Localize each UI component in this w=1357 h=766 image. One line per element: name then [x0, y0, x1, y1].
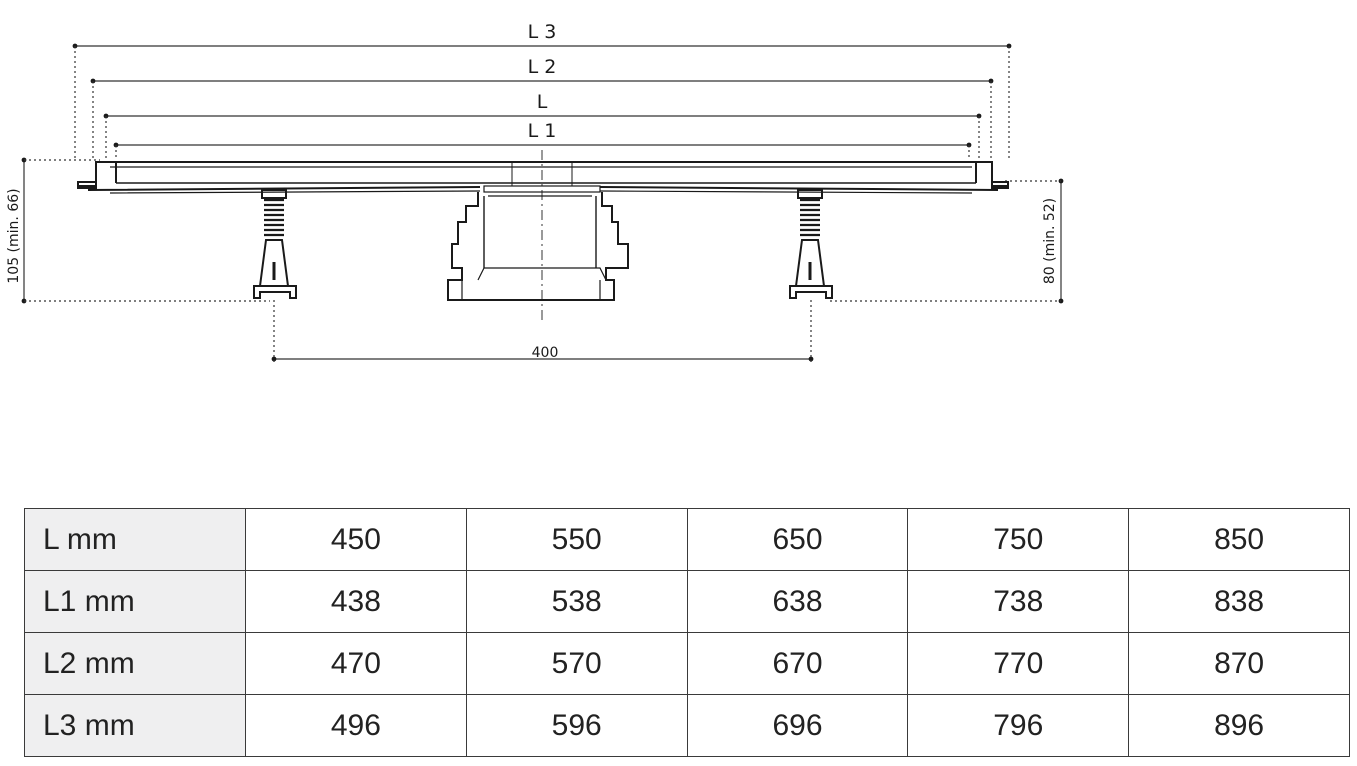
table-cell: 438 [245, 570, 467, 633]
table-cell: 770 [907, 632, 1130, 695]
dimension-line-right-height [830, 178, 1064, 304]
table-cell: 850 [1128, 508, 1350, 571]
dimension-line-left-height [21, 157, 270, 304]
dimension-line-foot-spacing [271, 300, 814, 362]
label-l1: L 1 [528, 120, 557, 142]
dimension-line-l2 [90, 78, 994, 160]
row-label: L mm [24, 508, 246, 571]
technical-drawing: L 3 L 2 L L 1 105 (min. 66) 80 (min. 52)… [6, 21, 1064, 362]
label-right-height: 80 (min. 52) [1042, 198, 1058, 284]
table-cell: 596 [465, 694, 688, 757]
table-row: L3 mm 496 596 696 796 896 [24, 694, 1350, 757]
left-adjustable-foot [253, 189, 297, 299]
dimension-line-l [103, 113, 982, 160]
table-cell: 670 [686, 632, 909, 695]
table-cell: 538 [465, 570, 688, 633]
table-cell: 750 [907, 508, 1130, 571]
table-cell: 796 [907, 694, 1130, 757]
drain-body [77, 161, 1009, 301]
table-cell: 650 [686, 508, 909, 571]
dimension-line-l3 [72, 43, 1012, 160]
table-row: L2 mm 470 570 670 770 870 [24, 632, 1350, 695]
table-cell: 696 [686, 694, 909, 757]
table-cell: 738 [907, 570, 1130, 633]
dimension-table: L mm 450 550 650 750 850 L1 mm 438 538 6… [24, 508, 1350, 757]
label-foot-spacing: 400 [532, 345, 559, 361]
table-cell: 896 [1128, 694, 1350, 757]
right-adjustable-foot [789, 189, 833, 299]
label-l: L [537, 91, 548, 113]
table-cell: 570 [465, 632, 688, 695]
table-cell: 838 [1128, 570, 1350, 633]
table-cell: 870 [1128, 632, 1350, 695]
table-cell: 496 [245, 694, 467, 757]
label-l2: L 2 [528, 56, 557, 78]
table-cell: 550 [465, 508, 688, 571]
row-label: L1 mm [24, 570, 246, 633]
label-left-height: 105 (min. 66) [6, 188, 22, 283]
label-l3: L 3 [528, 21, 557, 43]
table-cell: 638 [686, 570, 909, 633]
table-row: L mm 450 550 650 750 850 [24, 508, 1350, 571]
table-cell: 450 [245, 508, 467, 571]
dimension-line-l1 [113, 142, 972, 160]
table-cell: 470 [245, 632, 467, 695]
row-label: L2 mm [24, 632, 246, 695]
row-label: L3 mm [24, 694, 246, 757]
table-row: L1 mm 438 538 638 738 838 [24, 570, 1350, 633]
